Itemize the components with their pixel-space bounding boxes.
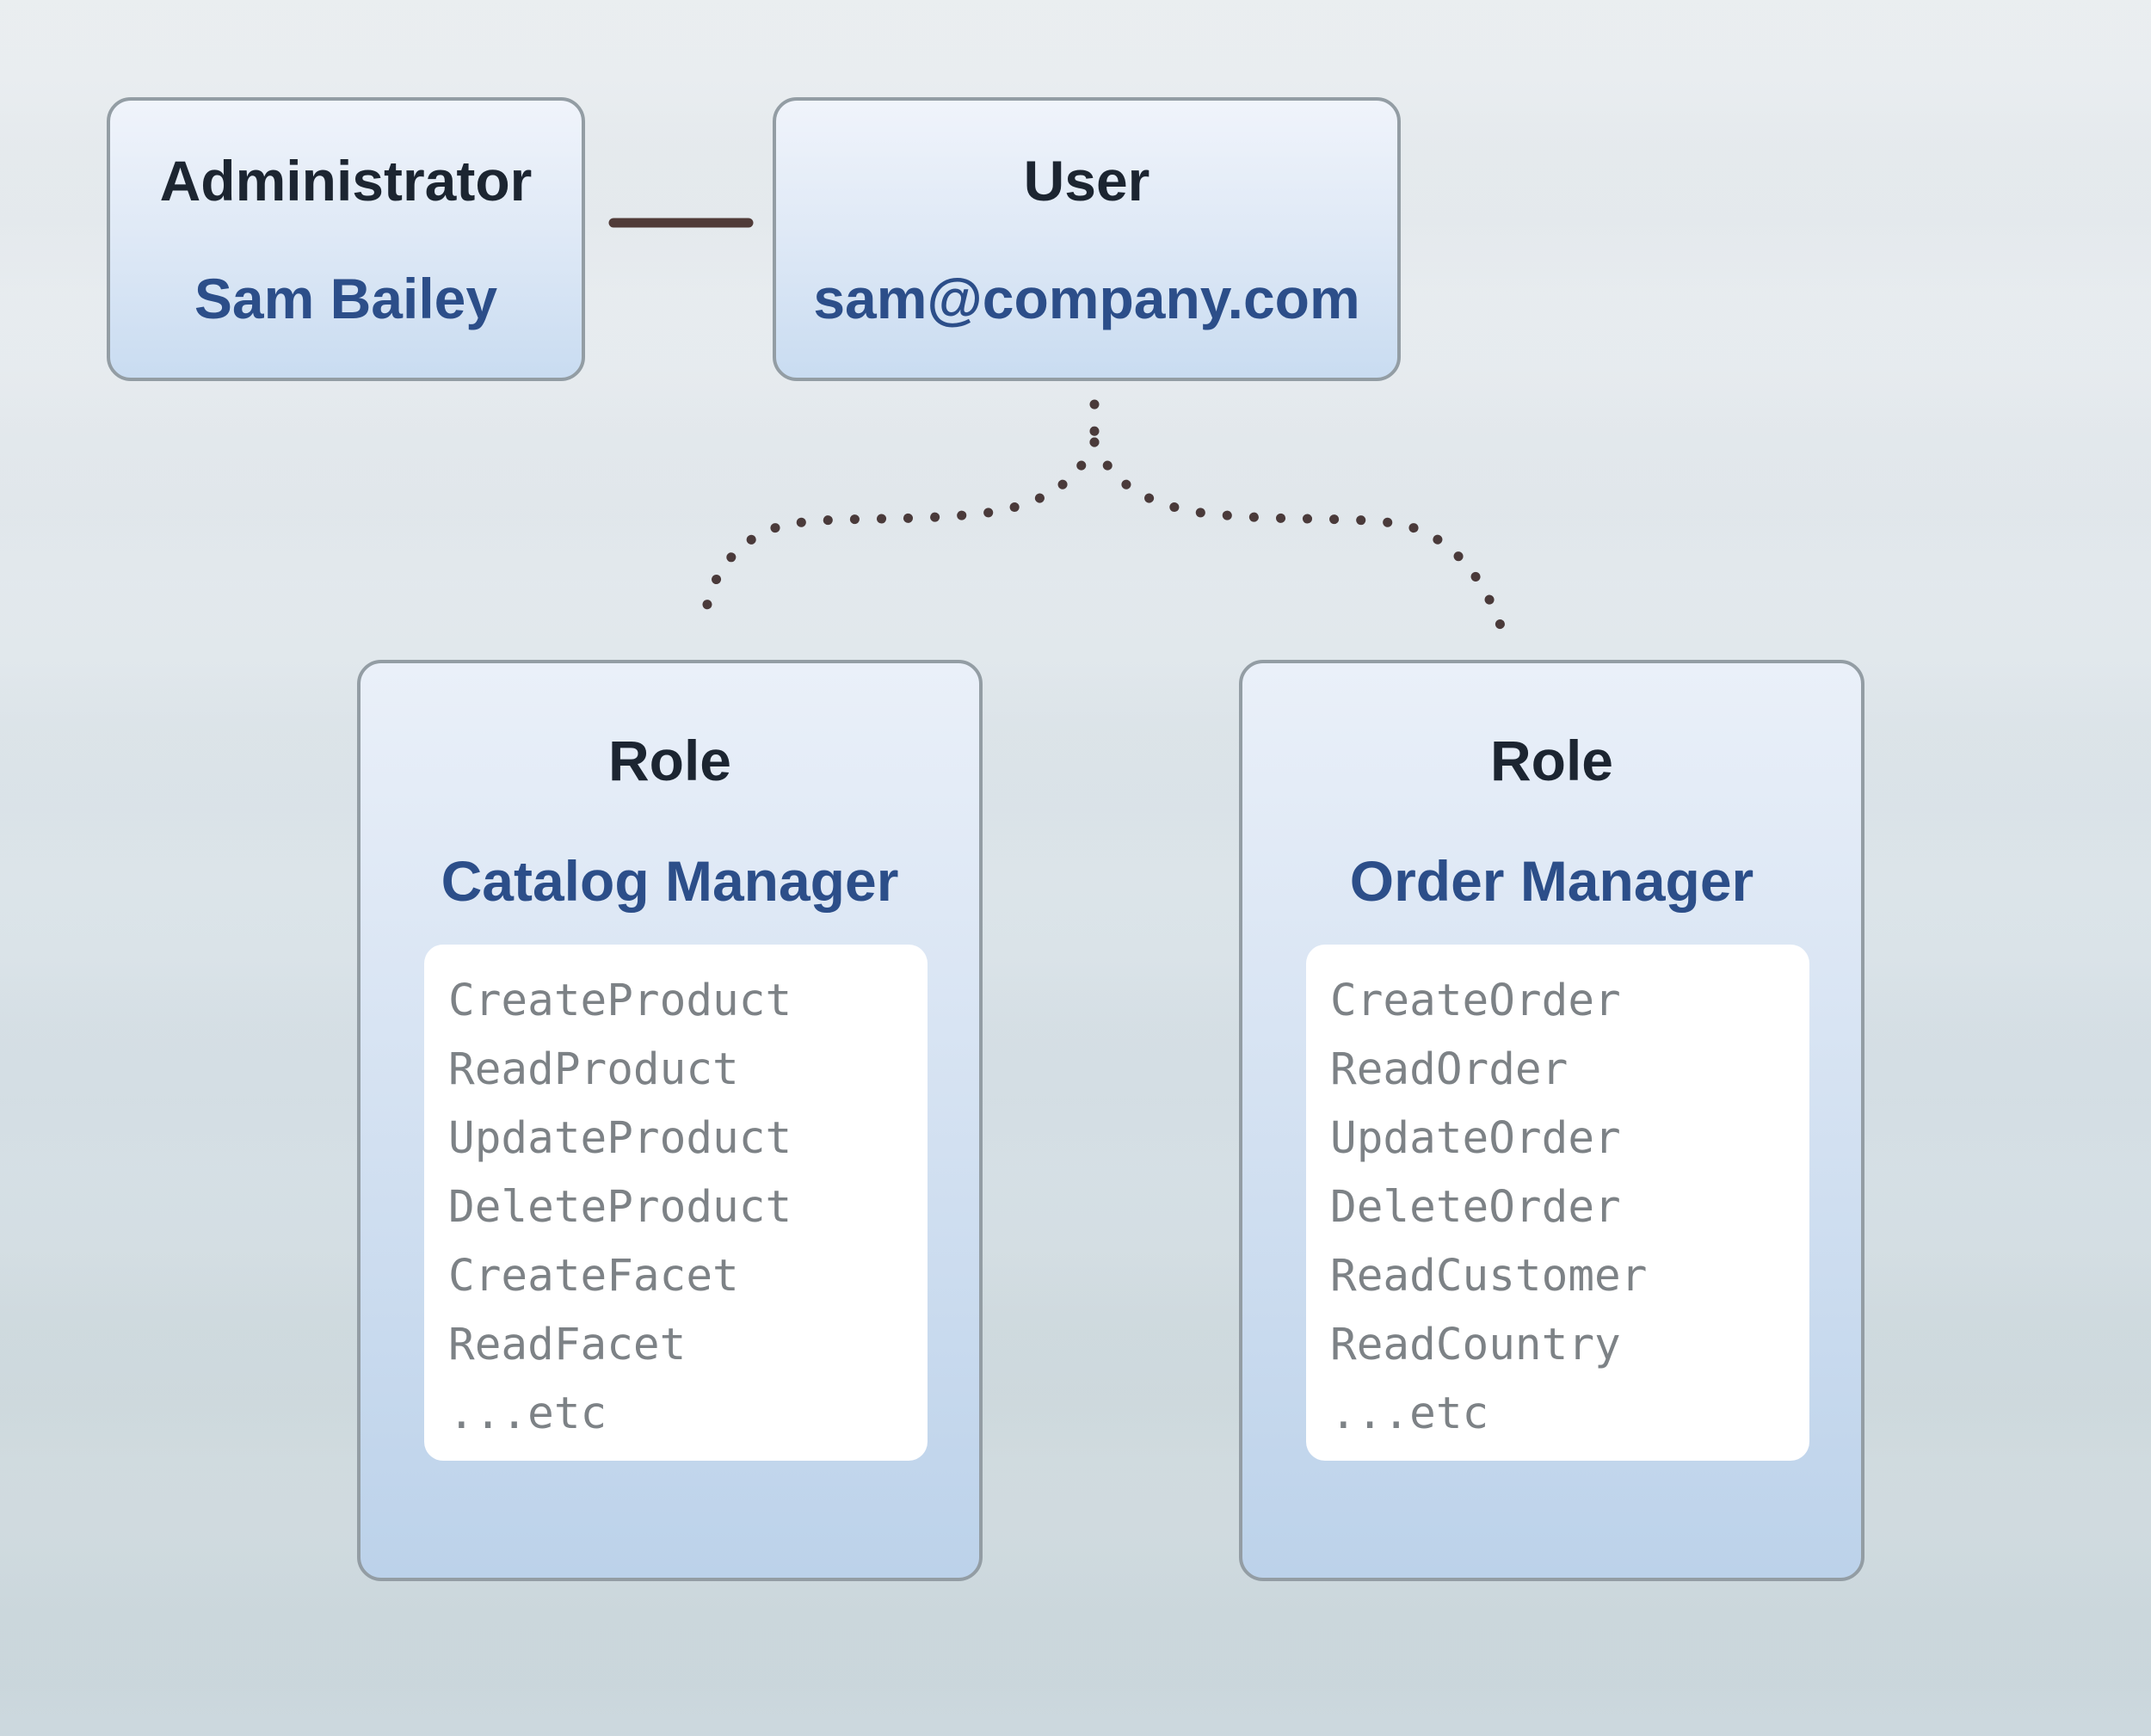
user-card: User sam@company.com	[773, 97, 1401, 381]
role-card-order-manager: Role Order Manager CreateOrder ReadOrder…	[1239, 660, 1864, 1581]
role-card-title: Role	[1489, 729, 1614, 792]
user-card-title: User	[1023, 149, 1150, 212]
user-role-left-connector	[699, 437, 1100, 633]
role-card-title: Role	[607, 729, 732, 792]
role-name-order-manager: Order Manager	[1349, 849, 1754, 913]
permissions-panel-order: CreateOrder ReadOrder UpdateOrder Delete…	[1306, 945, 1809, 1461]
administrator-card-title: Administrator	[159, 149, 533, 212]
user-email: sam@company.com	[813, 267, 1360, 330]
administrator-name: Sam Bailey	[194, 267, 498, 330]
role-name-catalog-manager: Catalog Manager	[441, 849, 899, 913]
permissions-list-catalog: CreateProduct ReadProduct UpdateProduct …	[448, 976, 792, 1439]
administrator-card: Administrator Sam Bailey	[107, 97, 585, 381]
role-card-catalog-manager: Role Catalog Manager CreateProduct ReadP…	[357, 660, 983, 1581]
permissions-list-order: CreateOrder ReadOrder UpdateOrder Delete…	[1330, 976, 1648, 1439]
permissions-panel-catalog: CreateProduct ReadProduct UpdateProduct …	[424, 945, 928, 1461]
user-role-right-connector	[1089, 437, 1507, 633]
